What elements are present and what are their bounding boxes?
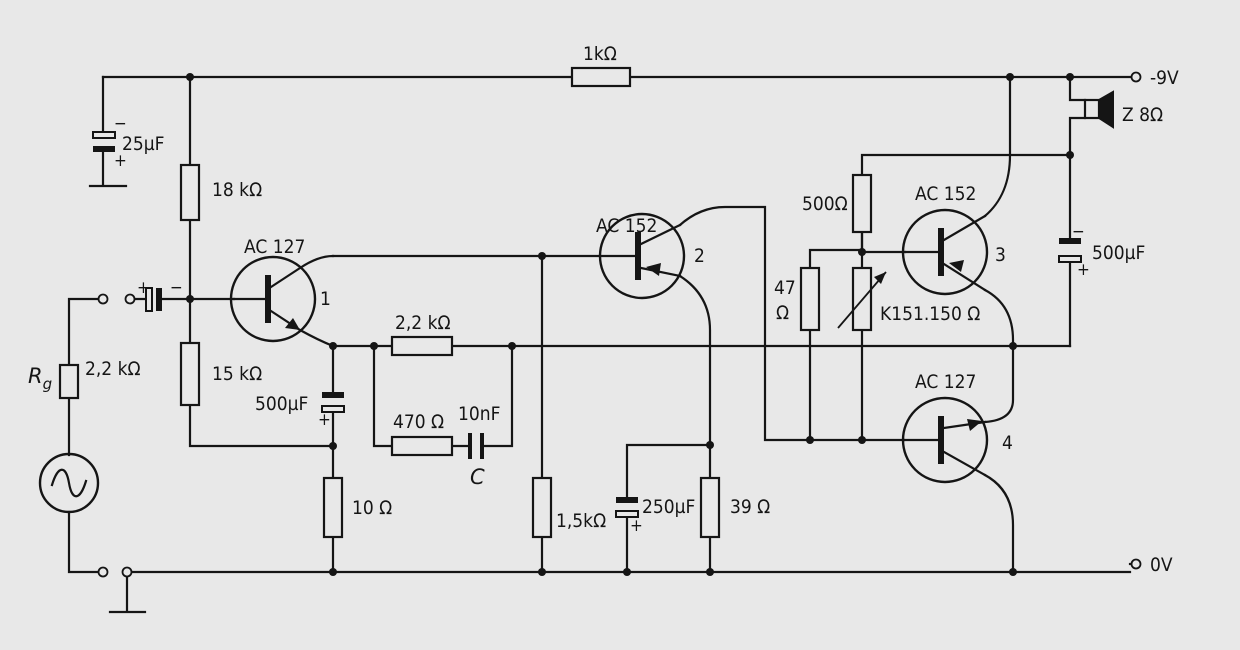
terminals (97, 71, 1142, 578)
rg-value-label: 2,2 kΩ (85, 358, 141, 380)
supply-zero-terminal (1130, 558, 1142, 570)
speaker-icon (1083, 90, 1114, 129)
c-250-plus: + (630, 516, 643, 536)
c-500-out-label: 500µF (1092, 242, 1145, 264)
c-500-out-minus: − (1072, 222, 1085, 242)
c-500-out-plus: + (1077, 260, 1090, 280)
r-47-label-b: Ω (776, 302, 789, 324)
t2-number-label: 2 (694, 245, 705, 267)
junctions (186, 73, 1074, 576)
t4-type-label: AC 127 (915, 371, 976, 393)
t2-type-label: AC 152 (596, 215, 657, 237)
cin-plus: + (137, 278, 150, 298)
input-terminal-top (97, 293, 109, 305)
resistor-10 (322, 476, 344, 539)
t3-type-label: AC 152 (915, 183, 976, 205)
resistor-1k (570, 66, 632, 88)
c-25-plus: + (114, 151, 127, 171)
supply-neg-terminal (1130, 71, 1142, 83)
capacitor-input (145, 287, 162, 312)
thermistor-arrowhead (874, 272, 886, 284)
supply-neg-label: -9V (1150, 67, 1179, 89)
r-1k5-label: 1,5kΩ (556, 510, 606, 532)
r-39-label: 39 Ω (730, 496, 770, 518)
t1-type-label: AC 127 (244, 236, 305, 258)
c-25-minus: − (114, 114, 127, 134)
supply-zero-label: 0V (1150, 554, 1173, 576)
c-250-label: 250µF (642, 496, 695, 518)
transistor-t1 (229, 254, 335, 348)
c-500-in-label: 500µF (255, 393, 308, 415)
thermistor-arrow (837, 271, 887, 329)
transistor-t3 (901, 208, 989, 296)
input-terminal-cap (124, 293, 136, 305)
capacitor-10nf (468, 433, 484, 459)
capacitor-25uf (92, 131, 116, 152)
capacitor-250uf (615, 497, 639, 518)
r-47-label-a: 47 (774, 277, 796, 299)
resistor-47 (799, 266, 821, 332)
r-470-label: 470 Ω (393, 411, 444, 433)
rg-label: Rg (28, 364, 52, 393)
c-10n-label: 10nF (458, 403, 500, 425)
cin-minus: − (170, 278, 183, 298)
input-terminal-bottom (97, 566, 109, 578)
resistor-rg (58, 363, 80, 400)
t3-number-label: 3 (995, 244, 1006, 266)
r-10-label: 10 Ω (352, 497, 392, 519)
transistor-t4 (901, 396, 989, 484)
r-top-label: 1kΩ (583, 43, 617, 65)
r-15k-label: 15 kΩ (212, 363, 262, 385)
thermistor-label: K151.150 Ω (880, 303, 980, 325)
capacitor-500uf-emitter (321, 392, 345, 413)
speaker-label: Z 8Ω (1122, 104, 1163, 126)
resistor-39 (699, 476, 721, 539)
c-500-in-plus: + (318, 410, 331, 430)
resistor-470 (390, 435, 454, 457)
signal-source-icon (38, 452, 100, 514)
resistor-1k5 (531, 476, 553, 539)
c-25-label: 25µF (122, 133, 164, 155)
resistor-18k (179, 163, 201, 222)
resistor-15k (179, 341, 201, 407)
capacitors (92, 131, 1082, 518)
r-18k-label: 18 kΩ (212, 179, 262, 201)
t4-number-label: 4 (1002, 432, 1013, 454)
c-label: C (470, 465, 485, 489)
labels: -9V 0V 1kΩ 25µF − + 18 kΩ 15 kΩ AC 127 1… (28, 43, 1179, 576)
resistor-2k2 (390, 335, 454, 357)
resistors (58, 66, 887, 539)
r-500-label: 500Ω (802, 193, 848, 215)
transistor-t2 (598, 212, 686, 300)
r-2k2-label: 2,2 kΩ (395, 312, 451, 334)
t1-number-label: 1 (320, 288, 331, 310)
ground-terminal (121, 566, 133, 578)
resistor-500 (851, 173, 873, 234)
capacitor-500uf-output (1058, 238, 1082, 263)
